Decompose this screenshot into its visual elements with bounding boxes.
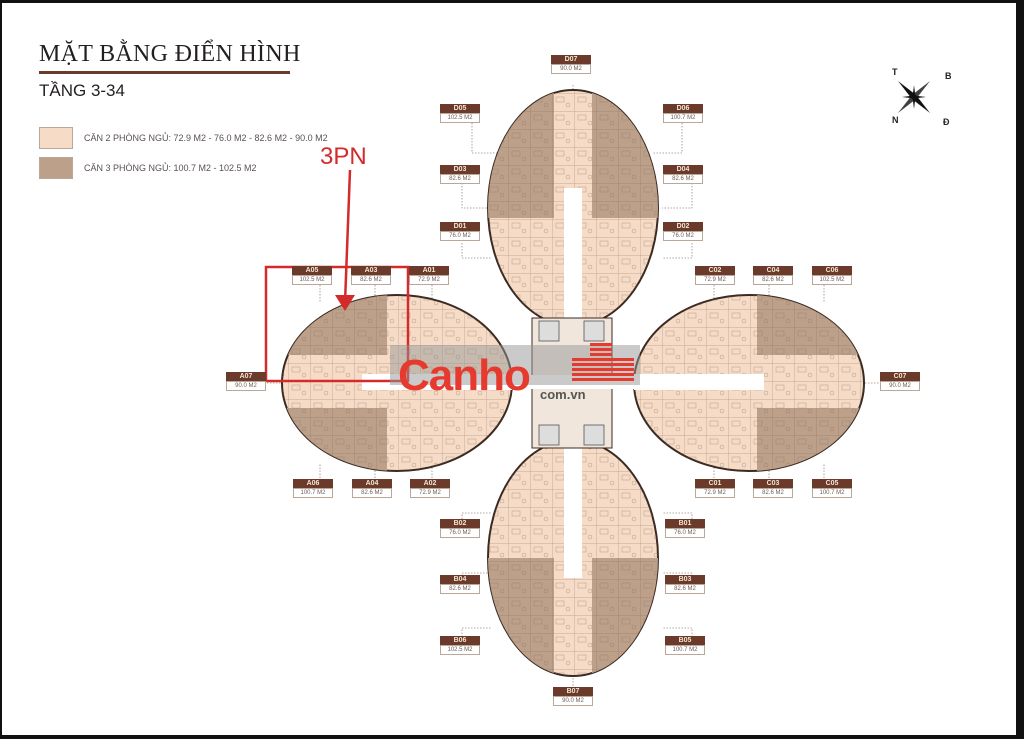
unit-label-c04: C04 82.6 M2 (753, 266, 793, 285)
annotation-3pn: 3PN (320, 143, 367, 170)
unit-label-b04: B04 82.6 M2 (440, 575, 480, 594)
legend-swatch-3-bedroom (39, 157, 73, 179)
unit-label-d05: D05 102.5 M2 (440, 104, 480, 123)
unit-label-c07: C07 90.0 M2 (880, 372, 920, 391)
building-logo-icon (572, 343, 634, 381)
unit-label-a02: A02 72.9 M2 (410, 479, 450, 498)
unit-label-d04: D04 82.6 M2 (663, 165, 703, 184)
unit-label-c06: C06 102.5 M2 (812, 266, 852, 285)
unit-label-a07: A07 90.0 M2 (226, 372, 266, 391)
compass-label-d: Đ (943, 117, 950, 127)
watermark-brand: Canho (398, 351, 531, 400)
unit-label-c02: C02 72.9 M2 (695, 266, 735, 285)
unit-label-d02: D02 76.0 M2 (663, 222, 703, 241)
petal-c (633, 294, 865, 472)
compass-rose: T B N Đ (872, 63, 962, 133)
unit-label-d06: D06 100.7 M2 (663, 104, 703, 123)
unit-label-a06: A06 100.7 M2 (293, 479, 333, 498)
unit-label-b03: B03 82.6 M2 (665, 575, 705, 594)
legend-item-3-bedroom: CĂN 3 PHÒNG NGỦ: 100.7 M2 - 102.5 M2 (39, 157, 257, 179)
unit-label-c05: C05 100.7 M2 (812, 479, 852, 498)
legend-label: CĂN 2 PHÒNG NGỦ: 72.9 M2 - 76.0 M2 - 82.… (84, 133, 328, 143)
floor-range-subtitle: TẦNG 3-34 (39, 81, 125, 100)
page-title: MẶT BẰNG ĐIỂN HÌNH (39, 41, 301, 67)
compass-label-n: N (892, 115, 899, 125)
compass-label-t: T (892, 67, 898, 77)
legend-item-2-bedroom: CĂN 2 PHÒNG NGỦ: 72.9 M2 - 76.0 M2 - 82.… (39, 127, 328, 149)
title-underline (39, 71, 290, 74)
floor-plan-sheet: MẶT BẰNG ĐIỂN HÌNH TẦNG 3-34 CĂN 2 PHÒNG… (2, 3, 1016, 735)
petal-b (487, 438, 659, 677)
3pn-highlight (262, 169, 410, 383)
petal-d (487, 89, 659, 328)
legend-label: CĂN 3 PHÒNG NGỦ: 100.7 M2 - 102.5 M2 (84, 163, 257, 173)
compass-star-icon (898, 81, 930, 113)
unit-label-a01: A01 72.9 M2 (409, 266, 449, 285)
unit-label-b06: B06 102.5 M2 (440, 636, 480, 655)
unit-label-b05: B05 100.7 M2 (665, 636, 705, 655)
unit-label-b07: B07 90.0 M2 (553, 687, 593, 706)
unit-label-d01: D01 76.0 M2 (440, 222, 480, 241)
compass-label-b: B (945, 71, 952, 81)
unit-label-a04: A04 82.6 M2 (352, 479, 392, 498)
unit-label-d07: D07 90.0 M2 (551, 55, 591, 74)
unit-label-a05: A05 102.5 M2 (292, 266, 332, 285)
unit-label-b02: B02 76.0 M2 (440, 519, 480, 538)
unit-label-b01: B01 76.0 M2 (665, 519, 705, 538)
unit-label-d03: D03 82.6 M2 (440, 165, 480, 184)
unit-label-c01: C01 72.9 M2 (695, 479, 735, 498)
watermark-domain: com.vn (540, 387, 586, 402)
legend-swatch-2-bedroom (39, 127, 73, 149)
unit-label-c03: C03 82.6 M2 (753, 479, 793, 498)
canho-watermark: Canho com.vn (390, 341, 640, 409)
unit-label-a03: A03 82.6 M2 (351, 266, 391, 285)
